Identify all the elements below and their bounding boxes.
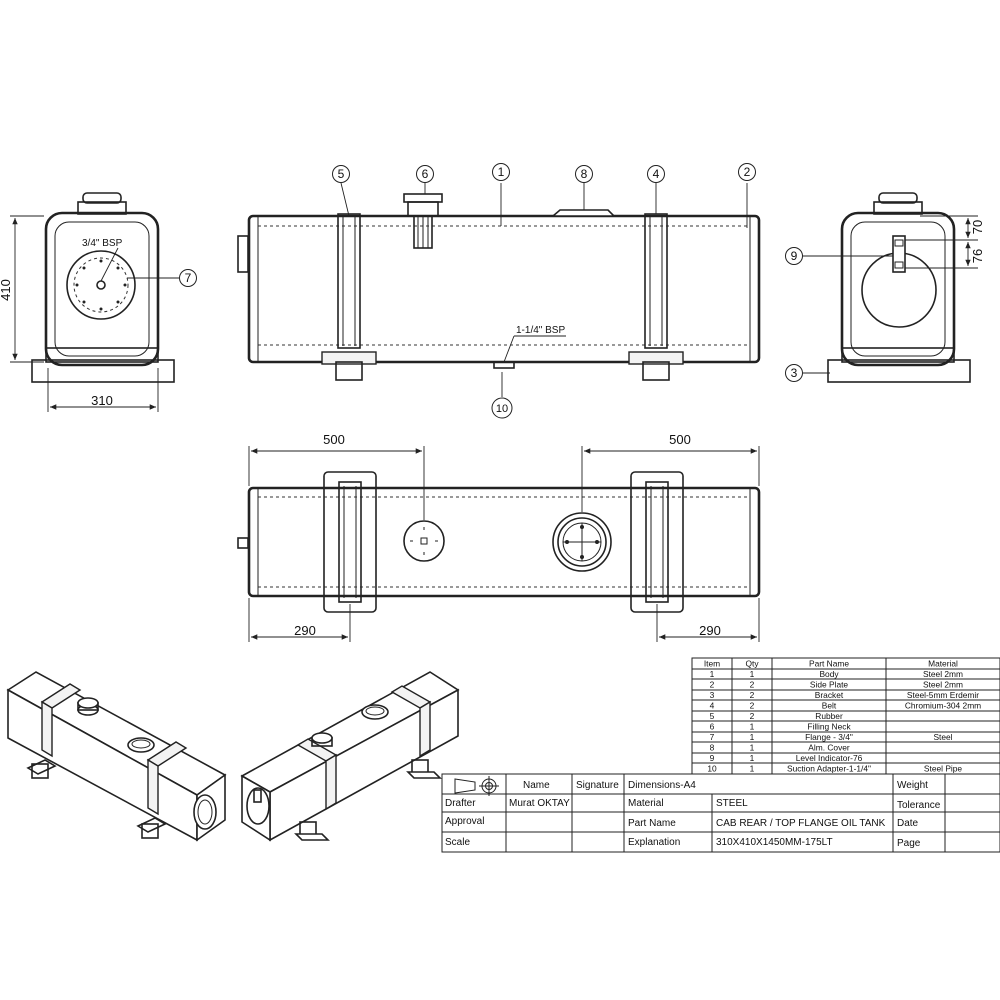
- parts-table-cell: Steel 2mm: [923, 679, 963, 689]
- parts-table-cell: 2: [750, 700, 755, 710]
- isometric-view-left: [6, 671, 227, 842]
- svg-text:5: 5: [338, 167, 345, 181]
- tb-explanation-label: Explanation: [628, 837, 680, 848]
- left-end-view: [10, 192, 179, 412]
- balloon-2: 2: [738, 163, 756, 181]
- parts-table-cell: Bracket: [815, 690, 844, 700]
- parts-table-cell: 7: [710, 732, 715, 742]
- parts-table-cell: 3: [710, 690, 715, 700]
- tb-material-label: Material: [628, 798, 664, 809]
- dim-290-right: 290: [699, 623, 721, 638]
- balloon-8: 8: [575, 165, 593, 183]
- parts-table-cell: 4: [710, 700, 715, 710]
- parts-table-header-cell: Part Name: [809, 658, 849, 668]
- parts-table-cell: 8: [710, 742, 715, 752]
- parts-table-cell: Rubber: [815, 711, 843, 721]
- parts-table-cell: 9: [710, 753, 715, 763]
- tb-page-label: Page: [897, 838, 921, 849]
- parts-table-cell: Suction Adapter-1-1/4": [787, 763, 871, 773]
- flange-circle: [66, 250, 136, 320]
- tb-weight-label: Weight: [897, 780, 928, 791]
- parts-table-cell: Alm. Cover: [808, 742, 850, 752]
- parts-table-cell: Body: [819, 669, 839, 679]
- balloon-4: 4: [647, 165, 665, 183]
- tb-date-label: Date: [897, 818, 919, 829]
- note-bsp-34: 3/4" BSP: [82, 238, 123, 249]
- svg-text:4: 4: [653, 167, 660, 181]
- parts-table-cell: Belt: [822, 700, 837, 710]
- tb-name-label: Name: [523, 780, 550, 791]
- parts-table-cell: Flange - 3/4": [805, 732, 853, 742]
- parts-table-cell: 2: [750, 711, 755, 721]
- balloon-3: 3: [785, 364, 803, 382]
- isometric-view-right: [240, 671, 460, 842]
- svg-text:1: 1: [498, 165, 505, 179]
- parts-table-cell: 5: [710, 711, 715, 721]
- svg-text:6: 6: [422, 167, 429, 181]
- parts-table-cell: 10: [707, 763, 717, 773]
- parts-table-cell: 1: [750, 669, 755, 679]
- balloon-5: 5: [332, 165, 350, 183]
- tb-tolerance-label: Tolerance: [897, 800, 941, 811]
- dim-500-right: 500: [669, 432, 691, 447]
- parts-table-cell: 1: [750, 732, 755, 742]
- parts-table-cell: 1: [710, 669, 715, 679]
- parts-table-cell: Side Plate: [810, 679, 849, 689]
- projection-symbol: [454, 776, 499, 796]
- parts-table-cell: Steel 2mm: [923, 669, 963, 679]
- dim-310: 310: [91, 393, 113, 408]
- svg-text:7: 7: [185, 271, 192, 285]
- dim-500-left: 500: [323, 432, 345, 447]
- right-end-view: [803, 192, 978, 383]
- parts-table-cell: Chromium-304 2mm: [905, 700, 981, 710]
- parts-table-cell: 1: [750, 742, 755, 752]
- dim-410: 410: [0, 279, 13, 301]
- tb-part-name-label: Part Name: [628, 818, 676, 829]
- parts-table-cell: 2: [710, 679, 715, 689]
- parts-table-header-cell: Material: [928, 658, 958, 668]
- dim-290-left: 290: [294, 623, 316, 638]
- tb-part-name-value: CAB REAR / TOP FLANGE OIL TANK: [716, 818, 886, 829]
- tb-scale-label: Scale: [445, 837, 470, 848]
- parts-table-cell: 2: [750, 690, 755, 700]
- front-view: [237, 182, 761, 397]
- parts-table-cell: Steel Pipe: [924, 763, 963, 773]
- parts-table-cell: 2: [750, 679, 755, 689]
- balloon-7: 7: [179, 269, 197, 287]
- tb-drafter-name: Murat OKTAY: [509, 798, 570, 809]
- balloon-10: 10: [491, 397, 513, 419]
- dim-76: 76: [970, 249, 985, 263]
- tb-approval-label: Approval: [445, 816, 484, 827]
- svg-text:10: 10: [496, 403, 508, 415]
- parts-table-cell: Steel-5mm Erdemir: [907, 690, 979, 700]
- parts-table-cell: 6: [710, 721, 715, 731]
- parts-table-cell: 1: [750, 763, 755, 773]
- parts-table-cell: 1: [750, 721, 755, 731]
- tb-drafter-label: Drafter: [445, 798, 476, 809]
- parts-table-header-cell: Item: [704, 658, 720, 668]
- svg-text:3: 3: [791, 366, 798, 380]
- svg-text:9: 9: [791, 249, 798, 263]
- parts-table-cell: 1: [750, 753, 755, 763]
- balloon-6: 6: [416, 165, 434, 183]
- svg-text:2: 2: [744, 165, 751, 179]
- top-view: [237, 446, 761, 642]
- tb-material-value: STEEL: [716, 798, 748, 809]
- balloon-9: 9: [785, 247, 803, 265]
- title-block: Name Signature Dimensions-A4 Weight Draf…: [441, 773, 1000, 853]
- parts-table-cell: Level Indicator-76: [796, 753, 863, 763]
- svg-text:8: 8: [581, 167, 588, 181]
- tb-signature-label: Signature: [576, 780, 619, 791]
- parts-table-cell: Steel: [933, 732, 952, 742]
- tb-explanation-value: 310X410X1450MM-175LT: [716, 837, 833, 848]
- parts-table-cell: Filling Neck: [807, 721, 851, 731]
- tb-dimensions-label: Dimensions-A4: [628, 780, 696, 791]
- dim-70: 70: [970, 220, 985, 234]
- balloon-1: 1: [492, 163, 510, 181]
- note-bsp-114: 1-1/4" BSP: [516, 325, 565, 336]
- parts-table-header-cell: Qty: [745, 658, 759, 668]
